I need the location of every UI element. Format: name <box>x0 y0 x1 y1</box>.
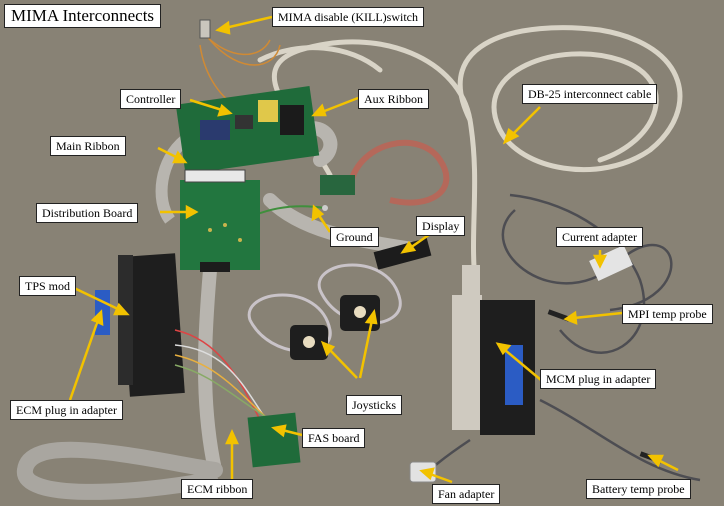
ecm-ribbon-loop <box>17 441 223 500</box>
label-fas-board: FAS board <box>302 428 366 448</box>
label-mpi-temp-probe: MPI temp probe <box>622 304 713 324</box>
current-adapter <box>589 245 633 281</box>
page-title: MIMA Interconnects <box>4 4 162 28</box>
label-db25-cable: DB-25 interconnect cable <box>522 84 658 104</box>
label-aux-ribbon: Aux Ribbon <box>358 89 430 109</box>
label-ecm-plug-adapter: ECM plug in adapter <box>10 400 123 420</box>
label-joysticks: Joysticks <box>346 395 403 415</box>
label-ground: Ground <box>330 227 379 247</box>
label-kill-switch: MIMA disable (KILL)switch <box>272 7 424 27</box>
label-current-adapter: Current adapter <box>556 227 643 247</box>
ground-wire <box>254 205 326 216</box>
label-ecm-ribbon: ECM ribbon <box>181 479 254 499</box>
label-battery-temp-probe: Battery temp probe <box>586 479 691 499</box>
mpi-probe-tip <box>547 309 571 322</box>
label-mcm-plug-adapter: MCM plug in adapter <box>540 369 657 389</box>
ecm-plug-adapter <box>95 253 185 397</box>
label-display: Display <box>416 216 466 236</box>
label-fan-adapter: Fan adapter <box>432 484 501 504</box>
label-controller: Controller <box>120 89 182 109</box>
display-ribbon <box>347 139 450 206</box>
distribution-board <box>180 169 260 272</box>
display-unit <box>320 175 432 270</box>
kill-switch <box>199 19 211 39</box>
label-distribution-board: Distribution Board <box>36 203 139 223</box>
fas-board <box>247 412 301 468</box>
label-main-ribbon: Main Ribbon <box>50 136 126 156</box>
main-ribbon-cable <box>155 135 190 224</box>
label-tps-mod: TPS mod <box>19 276 77 296</box>
callout-arrows <box>68 15 679 484</box>
